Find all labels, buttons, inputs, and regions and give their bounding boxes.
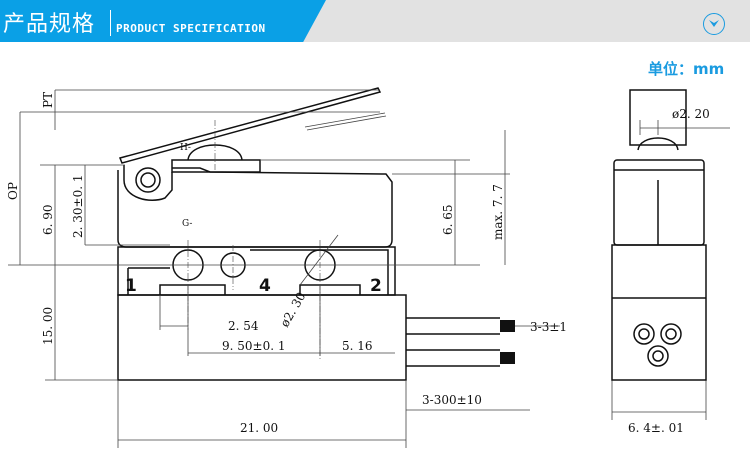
title-divider [110,10,111,36]
wire-tip-2 [500,352,515,364]
chevron-down-circle-icon[interactable] [703,13,725,35]
terminal-label-4: 4 [259,276,271,296]
dim-6-4: 6. 4±. 01 [628,421,684,435]
dimension-lines [8,89,730,448]
section-title-en: PRODUCT SPECIFICATION [116,22,266,35]
dim-6-90: 6. 90 [41,204,55,235]
dim-21-00: 21. 00 [240,421,278,435]
dim-op: OP [6,182,20,200]
header-title-band [0,0,326,42]
front-view [117,87,515,381]
dim-2-30: 2. 30±0. 1 [71,175,85,239]
mark-h: H- [180,143,191,153]
side-view [611,89,707,381]
dim-9-50: 9. 50±0. 1 [222,339,286,353]
wire-tip-1 [500,320,515,332]
plunger-base [171,159,261,173]
terminal-label-1: 1 [125,276,137,296]
dim-6-65: 6. 65 [441,204,455,235]
actuator-lever [118,87,382,164]
roller [135,167,161,193]
dim-5-16: 5. 16 [342,339,373,353]
lead-wires [406,317,500,367]
base-housing [117,294,407,381]
dim-wire-pin: 3-3±1 [530,320,567,334]
dim-wire-length: 3-300±10 [422,393,482,407]
section-header: 产品规格 PRODUCT SPECIFICATION [0,0,750,42]
dim-2-54: 2. 54 [228,319,259,333]
section-title-cn: 产品规格 [3,12,96,37]
dim-max-7-7: max. 7. 7 [491,184,505,240]
mark-g: G- [182,219,192,229]
dim-15-00: 15. 00 [41,307,55,345]
unit-label: 单位：mm [648,60,725,78]
dim-pt: PT [41,92,55,108]
terminal-label-2: 2 [370,276,382,296]
lever-released-ghost [304,112,387,131]
dim-dia-2-20: ø2. 20 [672,107,710,121]
upper-housing [117,167,393,248]
